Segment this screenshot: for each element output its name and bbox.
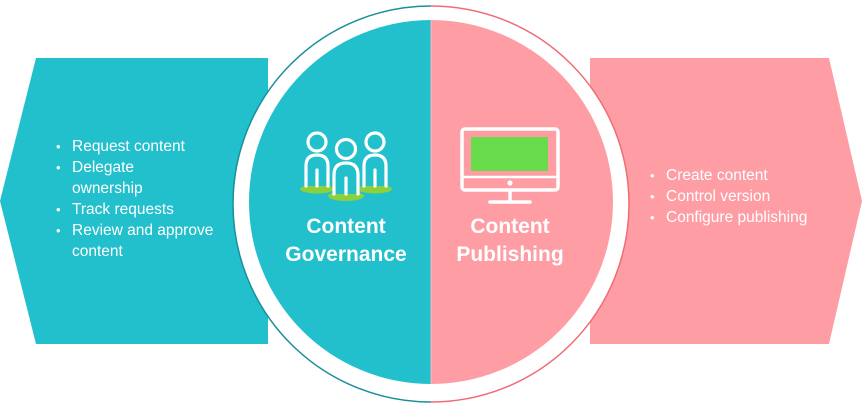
list-item: Delegate ownership <box>54 157 182 199</box>
publishing-title-line1: Content <box>470 215 550 238</box>
list-item: Configure publishing <box>648 207 848 228</box>
list-item: Control version <box>648 186 848 207</box>
publishing-title-line2: Publishing <box>456 243 564 266</box>
publishing-task-list: Create content Control version Configure… <box>648 165 848 228</box>
governance-title-line2: Governance <box>285 243 407 266</box>
list-item: Track requests <box>54 199 234 220</box>
list-item: Review and approve content <box>54 220 222 262</box>
governance-task-list: Request content Delegate ownership Track… <box>54 136 234 262</box>
monitor-icon <box>460 127 560 204</box>
governance-half-circle <box>249 20 431 384</box>
governance-title: Content Governance <box>266 213 426 269</box>
people-group-icon <box>300 131 392 201</box>
list-item: Create content <box>648 165 848 186</box>
governance-title-line1: Content <box>306 215 386 238</box>
list-item: Request content <box>54 136 234 157</box>
circle-ring-right-outline <box>430 5 630 403</box>
publishing-title: Content Publishing <box>432 213 588 269</box>
